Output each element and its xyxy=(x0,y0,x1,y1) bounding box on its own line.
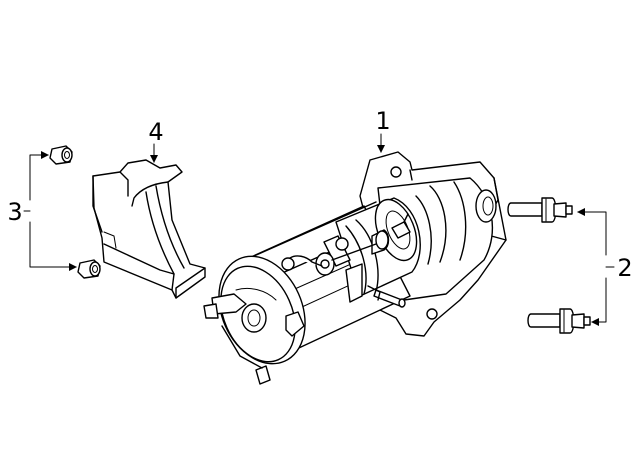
bolt-lower xyxy=(527,308,591,334)
nut-lower xyxy=(77,259,101,279)
starter-motor xyxy=(203,151,507,385)
leader-lines xyxy=(23,133,615,326)
callout-4: 4 xyxy=(148,118,163,146)
nut-upper xyxy=(49,145,73,165)
heat-shield xyxy=(92,159,206,299)
bolt-upper xyxy=(507,197,573,223)
callout-1: 1 xyxy=(375,107,390,135)
callout-2: 2 xyxy=(617,254,632,282)
callout-3: 3 xyxy=(7,198,22,226)
